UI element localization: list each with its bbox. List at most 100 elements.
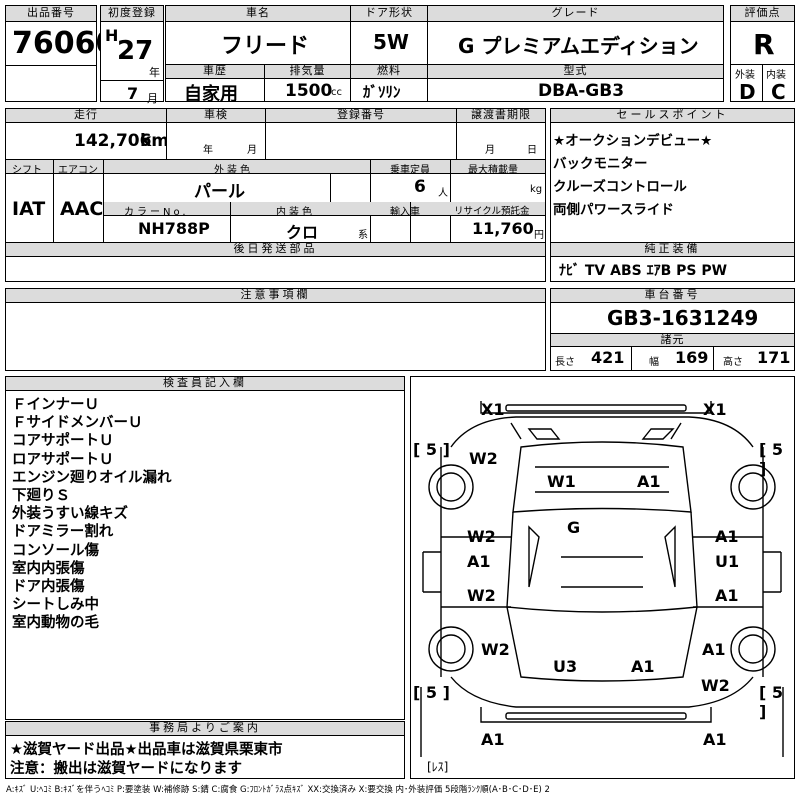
- displacement-label: 排気量: [265, 65, 350, 79]
- model: DBA-GB3: [538, 81, 625, 101]
- inspector-line: ドア内張傷: [12, 579, 85, 595]
- model-label: 型式: [428, 65, 723, 79]
- exterior-color: パール: [194, 182, 245, 202]
- mileage-label: 走行: [6, 109, 166, 123]
- fuel-cell: 燃料 ｶﾞｿﾘﾝ: [350, 64, 428, 102]
- era: H: [105, 26, 119, 45]
- import-label: 輸入車: [390, 207, 420, 218]
- transfer-label: 譲渡書期限: [457, 109, 545, 123]
- height-label: 高さ: [723, 357, 743, 368]
- inspector-line: エンジン廻りオイル漏れ: [12, 469, 172, 486]
- inspector-line: シートしみ中: [12, 597, 99, 614]
- inspection-label: 車検: [167, 109, 265, 123]
- damage-mark: W2: [469, 449, 498, 468]
- spec-label: 諸元: [551, 333, 794, 347]
- spec-grid: シフト エアコン 外装色 乗車定員 最大積載量 カラーNo. 内装色 輸入車 リ…: [5, 159, 546, 243]
- first-reg-label: 初度登録: [101, 6, 163, 22]
- transfer-day: 日: [527, 145, 537, 156]
- legend: A:ｷｽﾞ U:ﾍｺﾐ B:ｷｽﾞを伴うﾍｺﾐ P:要塗装 W:補修跡 S:錆 …: [6, 785, 550, 795]
- interior-label: 内装: [766, 70, 786, 81]
- bracket-mark: [ 5 ]: [759, 440, 784, 478]
- car-name-label: 車名: [166, 6, 350, 22]
- color-no-label: カラーNo.: [124, 207, 189, 218]
- capacity: 6: [414, 177, 426, 197]
- inspector-line: 室内内張傷: [12, 560, 85, 577]
- damage-mark: A1: [715, 527, 739, 546]
- width-label: 幅: [649, 357, 659, 368]
- color-number: NH788P: [138, 219, 210, 238]
- bracket-mark: [ 5 ]: [759, 683, 784, 721]
- length: 421: [591, 348, 625, 367]
- notes-label: 注意事項欄: [6, 289, 545, 303]
- score-cell: 評価点 R 外装 内装 D C: [730, 5, 795, 104]
- width: 169: [675, 348, 709, 367]
- history-cell: 車歴 自家用: [165, 64, 265, 105]
- transfer-deadline-cell: 譲渡書期限 月 日: [456, 108, 546, 160]
- damage-mark: W2: [467, 527, 496, 546]
- fuel-label: 燃料: [351, 65, 427, 79]
- interior-grade: C: [771, 80, 786, 104]
- inspector-line: ＦサイドメンバーＵ: [12, 415, 143, 432]
- sales-points-label: セールスポイント: [551, 109, 794, 123]
- inspector-line: ＦインナーＵ: [12, 397, 99, 413]
- height: 171: [757, 348, 791, 367]
- sales-point-item: バックモニター: [553, 156, 648, 172]
- capacity-unit: 人: [438, 188, 448, 199]
- reg-month: 7: [127, 84, 139, 103]
- reg-no-label: 登録番号: [266, 109, 456, 123]
- damage-mark: A1: [703, 730, 727, 749]
- fuel: ｶﾞｿﾘﾝ: [363, 83, 401, 101]
- office-box: 事務局よりご案内 ★滋賀ヤード出品★出品車は滋賀県栗東市 注意：搬出は滋賀ヤード…: [5, 721, 405, 779]
- reg-year: 27: [117, 36, 154, 66]
- inspection-year: 年: [203, 145, 213, 156]
- car-outline-icon: [420, 401, 784, 757]
- mileage-unit: km: [140, 131, 170, 151]
- office-line: ★滋賀ヤード出品★出品車は滋賀県栗東市: [10, 742, 283, 758]
- model-cell: 型式 DBA-GB3: [427, 64, 724, 102]
- interior-color-unit: 系: [358, 230, 368, 241]
- damage-mark: W1: [547, 472, 576, 491]
- sales-point-item: クルーズコントロール: [553, 179, 687, 195]
- air-con: AAC: [60, 198, 104, 220]
- registration-number-cell: 登録番号: [265, 108, 457, 160]
- damage-mark: A1: [637, 472, 661, 491]
- damage-mark: W2: [481, 640, 510, 659]
- damage-diagram: X1 X1 [ 5 ] [ 5 ] W2 W1 A1 G W2 A1 A1 U1…: [410, 376, 795, 779]
- equipment-box: 純正装備 ﾅﾋﾞ TV ABS ｴｱB PS PW: [550, 242, 795, 282]
- car-name-cell: 車名 フリード: [165, 5, 351, 65]
- lot-number: 76060: [12, 26, 117, 61]
- score: R: [753, 28, 775, 61]
- transfer-month: 月: [485, 145, 495, 156]
- equipment: ﾅﾋﾞ TV ABS ｴｱB PS PW: [559, 263, 728, 279]
- lot-number-label: 出品番号: [6, 6, 96, 22]
- damage-mark: A1: [702, 640, 726, 659]
- recycle-deposit: 11,760: [472, 219, 534, 238]
- bracket-mark: [ 5 ]: [413, 440, 450, 459]
- sales-point-item: ★オークションデビュー★: [553, 133, 713, 149]
- bracket-mark: [ 5 ]: [413, 683, 450, 702]
- mileage: 142,706: [74, 131, 152, 151]
- chassis-label: 車台番号: [551, 289, 794, 303]
- damage-mark: W2: [467, 586, 496, 605]
- sales-point-item: 両側パワースライド: [553, 202, 674, 218]
- grade-cell: グレード G プレミアムエディション: [427, 5, 724, 65]
- inspector-line: 下廻りＳ: [12, 488, 70, 504]
- inspection-cell: 車検 年 月: [166, 108, 266, 160]
- history-label: 車歴: [166, 65, 264, 79]
- inspection-month: 月: [247, 145, 257, 156]
- score-label: 評価点: [731, 6, 794, 22]
- first-registration-cell: 初度登録 H 27 年 7 月: [100, 5, 164, 105]
- ac-label: エアコン: [58, 165, 98, 176]
- car-name: フリード: [221, 34, 310, 59]
- history: 自家用: [184, 84, 238, 105]
- door-label: ドア形状: [351, 6, 427, 22]
- damage-mark: U1: [715, 552, 740, 571]
- shift: IAT: [12, 198, 46, 220]
- res-mark: [ﾚｽ]: [427, 760, 449, 774]
- inspector-line: ドアミラー割れ: [12, 524, 114, 541]
- office-label: 事務局よりご案内: [6, 722, 404, 736]
- capacity-label: 乗車定員: [390, 165, 430, 176]
- exterior-grade: D: [739, 80, 756, 104]
- inspector-line: コンソール傷: [12, 542, 99, 559]
